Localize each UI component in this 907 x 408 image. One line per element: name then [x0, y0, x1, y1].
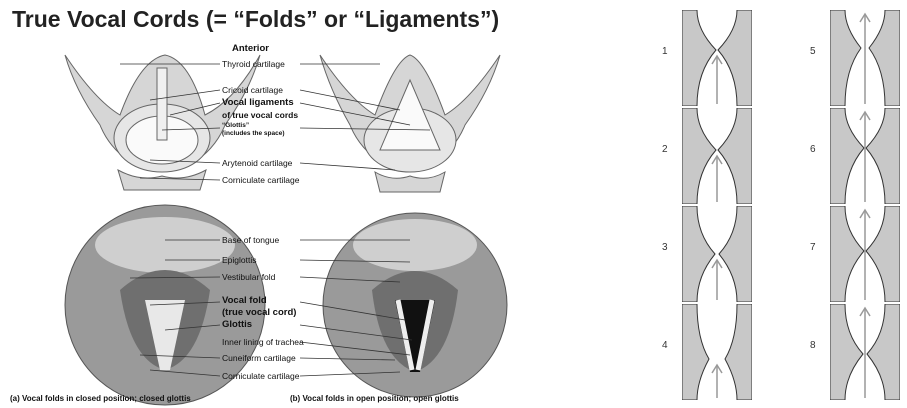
corniculate-cartilage-bottom-label: Corniculate cartilage [222, 371, 299, 381]
glottis-label: Glottis [222, 320, 252, 330]
right-fold [718, 10, 752, 106]
vibration-panel-7 [830, 206, 900, 302]
glottis-space-label: (includes the space) [222, 130, 285, 137]
true-vocal-cord-label: (true vocal cord) [222, 308, 296, 318]
vibration-panel-1 [682, 10, 752, 106]
right-fold [866, 206, 900, 302]
panel-number-1: 1 [662, 46, 668, 57]
panel-number-8: 8 [810, 340, 816, 351]
panel-number-3: 3 [662, 242, 668, 253]
right-fold [718, 108, 752, 204]
vibration-panel-2 [682, 108, 752, 204]
vibration-panel-4 [682, 304, 752, 400]
right-fold [869, 10, 900, 106]
right-fold [725, 304, 752, 400]
vestibular-fold-label: Vestibular fold [222, 272, 275, 282]
right-fold [719, 206, 752, 302]
left-fold [830, 206, 864, 302]
vibration-panel-8 [830, 304, 900, 400]
base-of-tongue-label: Base of tongue [222, 235, 279, 245]
thyroid-cartilage-label: Thyroid cartilage [222, 59, 285, 69]
left-fold [830, 304, 863, 400]
right-fold [866, 108, 900, 204]
caption-open: (b) Vocal folds in open position; open g… [290, 394, 459, 403]
glottis-quoted-label: “Glottis” [222, 122, 249, 129]
corniculate-cartilage-top-label: Corniculate cartilage [222, 175, 299, 185]
anterior-label: Anterior [232, 44, 269, 54]
inner-lining-trachea-label: Inner lining of trachea [222, 337, 304, 347]
right-fold [867, 304, 900, 400]
panel-number-6: 6 [810, 144, 816, 155]
left-fold [682, 206, 715, 302]
vibration-panel-3 [682, 206, 752, 302]
larynx-top-view-open [320, 55, 500, 192]
left-fold [682, 304, 709, 400]
vocal-ligaments-label: Vocal ligaments [222, 98, 294, 108]
cricoid-cartilage-label: Cricoid cartilage [222, 85, 283, 95]
caption-closed: (a) Vocal folds in closed position; clos… [10, 394, 191, 403]
left-fold [682, 10, 716, 106]
panel-number-4: 4 [662, 340, 668, 351]
vocal-fold-label: Vocal fold [222, 296, 267, 306]
left-fold [682, 108, 716, 204]
left-fold [830, 10, 861, 106]
cuneiform-cartilage-label: Cuneiform cartilage [222, 353, 296, 363]
panel-number-5: 5 [810, 46, 816, 57]
panel-number-2: 2 [662, 144, 668, 155]
epiglottis-label: Epiglottis [222, 255, 257, 265]
vocal-ligaments-sublabel: of true vocal cords [222, 110, 298, 120]
vibration-panel-5 [830, 10, 900, 106]
vibration-panel-6 [830, 108, 900, 204]
arytenoid-cartilage-label: Arytenoid cartilage [222, 158, 292, 168]
laryngoscope-view-open [323, 213, 507, 397]
panel-number-7: 7 [810, 242, 816, 253]
left-fold [830, 108, 864, 204]
